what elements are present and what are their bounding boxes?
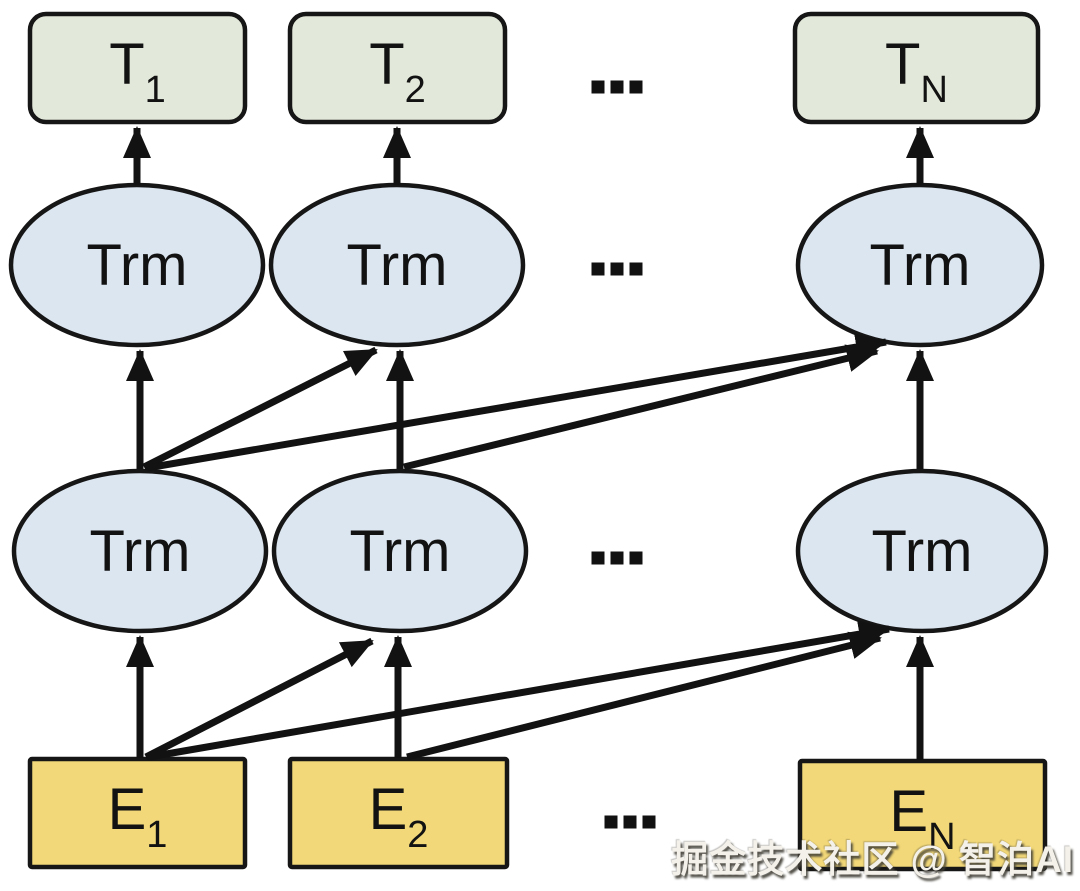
node-label: TN xyxy=(885,32,948,111)
node-output-tn: TN xyxy=(792,11,1041,125)
node-label: Trm xyxy=(872,519,973,584)
node-label: Trm xyxy=(90,519,191,584)
ellipsis-output-dots xyxy=(591,80,643,94)
node-label: E2 xyxy=(369,777,429,856)
arrow-embedding-e1-to-trm-layer1-n xyxy=(148,620,891,761)
node-trm-layer1-2: Trm xyxy=(271,468,529,634)
arrow-embedding-e2-to-trm-layer1-n xyxy=(406,631,882,761)
arrow-trm-layer1-1-to-trm-layer2-n xyxy=(146,333,888,472)
node-label: E1 xyxy=(108,777,168,856)
node-trm-layer2-1: Trm xyxy=(8,182,266,348)
node-output-t2: T2 xyxy=(287,11,508,125)
watermark: 掘金技术社区 @ 智泊AI xyxy=(671,839,1074,880)
node-label: T2 xyxy=(369,32,426,111)
arrow-embedding-e1-to-trm-layer1-2 xyxy=(144,637,374,761)
node-output-t1: T1 xyxy=(27,11,248,125)
node-trm-layer2-n: Trm xyxy=(795,182,1045,348)
node-label: Trm xyxy=(870,233,971,298)
node-embedding-e1: E1 xyxy=(27,756,248,870)
node-label: Trm xyxy=(87,233,188,298)
node-label: T1 xyxy=(109,32,166,111)
node-trm-layer1-n: Trm xyxy=(795,468,1049,634)
node-trm-layer2-2: Trm xyxy=(268,182,526,348)
node-label: Trm xyxy=(350,519,451,584)
ellipsis-trm-layer2-dots xyxy=(591,262,643,276)
ellipsis-embedding-dots xyxy=(604,815,656,829)
node-trm-layer1-1: Trm xyxy=(11,468,269,634)
arrow-trm-layer1-1-to-trm-layer2-2 xyxy=(142,346,378,471)
node-embedding-en: EN xyxy=(797,758,1048,872)
node-label: Trm xyxy=(347,233,448,298)
arrow-trm-layer1-2-to-trm-layer2-n xyxy=(403,344,879,471)
ellipsis-trm-layer1-dots xyxy=(591,551,643,565)
node-embedding-e2: E2 xyxy=(287,756,510,870)
node-label: EN xyxy=(889,779,955,858)
